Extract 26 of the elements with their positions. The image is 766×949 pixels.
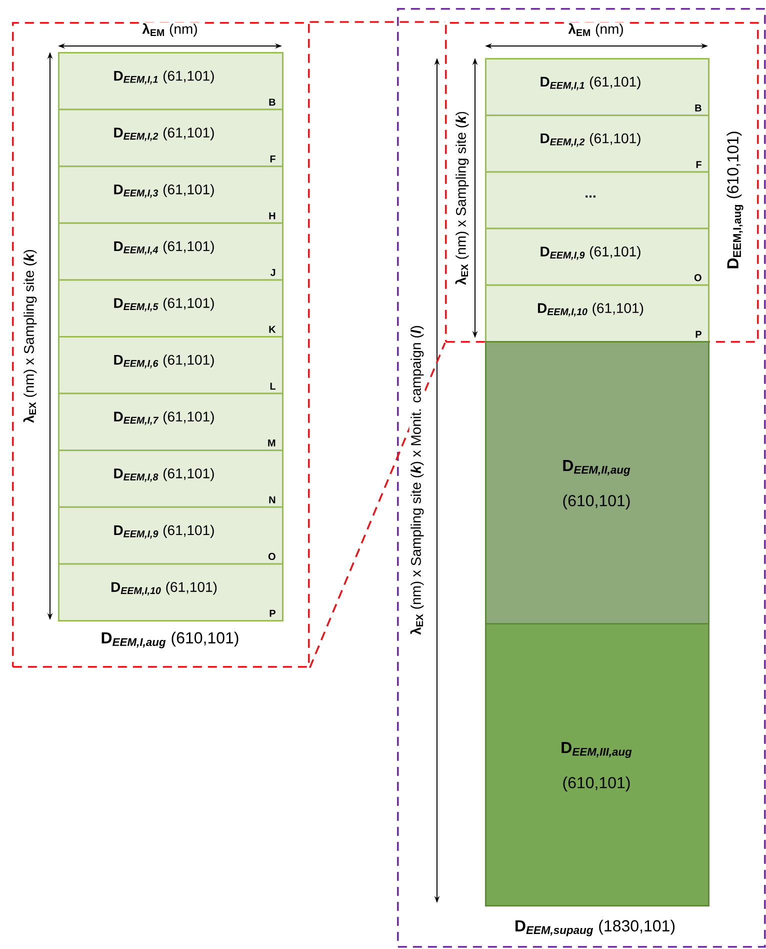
matrix-block: $\text{\bfseries D}_{\text{\bfseries\itshape EEM,I,2}}\text{ (61,101)}$ F [485,114,710,173]
matrix-block: $\text{\bfseries D}_{\text{\bfseries\itshape EEM,I,2}}\text{ (61,101)}$ F [58,108,284,168]
matrix-block: $\text{\bfseries D}_{\text{\bfseries\itshape EEM,I,5}}\text{ (61,101)}$ K [58,279,284,338]
matrix-block: $\text{\bfseries D}_{\text{\bfseries\itshape EEM,I,10}}\text{ (61,101)}$ P [58,563,284,622]
axis-label: $\text{\bfseries λ}_{\text{\bfseries EM}}\text{ (nm)}$ [141,22,199,38]
matrix-block: $\text{\bfseries D}_{\text{\bfseries\itshape EEM,I,9}}\text{ (61,101)}$ O [485,228,710,286]
axis-label: $\text{\bfseries λ}_{\text{\bfseries EM}}\text{ (nm)}$ [567,22,625,38]
zoom-line [308,342,446,668]
matrix-caption: $\text{\bfseries D}_{\text{\bfseries\itshape EEM,I,aug}}\text{ (610,101)}$ [102,632,238,648]
matrix-block: $\text{\bfseries D}_{\text{\bfseries\itshape EEM,I,9}}\text{ (61,101)}$ O [58,506,284,565]
axis-label: $\text{\bfseries λ}_{\text{\bfseries EX}}\text{ (nm) x Sampling site ({\bfseries\itshape k}) x Monit. campaign ({\bfseries\itshape l})}$ [409,324,425,636]
matrix-block: $\text{\bfseries ...}$ [485,171,710,230]
matrix-block: $\text{\bfseries D}_{\text{\bfseries\itshape EEM,I,4}}\text{ (61,101)}$ J [58,222,284,281]
matrix-block: $\text{\bfseries D}_{\text{\bfseries\itshape EEM,I,8}}\text{ (61,101)}$ N [58,450,284,508]
matrix-block: $\text{\bfseries D}_{\text{\bfseries\itshape EEM,I,10}}\text{ (61,101)}$ P [485,284,710,342]
matrix-block: $\text{\bfseries D}_{\text{\bfseries\itshape EEM,II,aug}}$ (610,101) [485,341,710,624]
matrix-block: $\text{\bfseries D}_{\text{\bfseries\itshape EEM,I,6}}\text{ (61,101)}$ L [58,336,284,394]
axis-label: $\text{\bfseries λ}_{\text{\bfseries EX}}\text{ (nm) x Sampling site ({\bfseries\itshape k})}$ [454,110,470,286]
matrix-block: $\text{\bfseries D}_{\text{\bfseries\itshape EEM,I,7}}\text{ (61,101)}$ M [58,392,284,452]
matrix-block: $\text{\bfseries D}_{\text{\bfseries\itshape EEM,I,3}}\text{ (61,101)}$ H [58,166,284,224]
matrix-block: $\text{\bfseries D}_{\text{\bfseries\itshape EEM,III,aug}}$ (610,101) [485,623,710,906]
matrix-block: $\text{\bfseries D}_{\text{\bfseries\itshape EEM,I,1}}\text{ (61,101)}$ B [485,58,710,116]
matrix-caption: $\text{\bfseries D}_{\text{\bfseries EEM,I,aug}}\text{ (610,101)}$ [726,132,744,268]
matrix-block: $\text{\bfseries D}_{\text{\bfseries\itshape EEM,I,1}}\text{ (61,101)}$ B [58,52,284,110]
matrix-caption: $\text{\bfseries D}_{\text{\bfseries\itshape EEM,supaug}}\text{ (1830,101)}$ [516,920,675,936]
axis-label: $\text{\bfseries λ}_{\text{\bfseries EX}}\text{ (nm) x Sampling site ({\bfseries\itshape k})}$ [22,248,38,424]
